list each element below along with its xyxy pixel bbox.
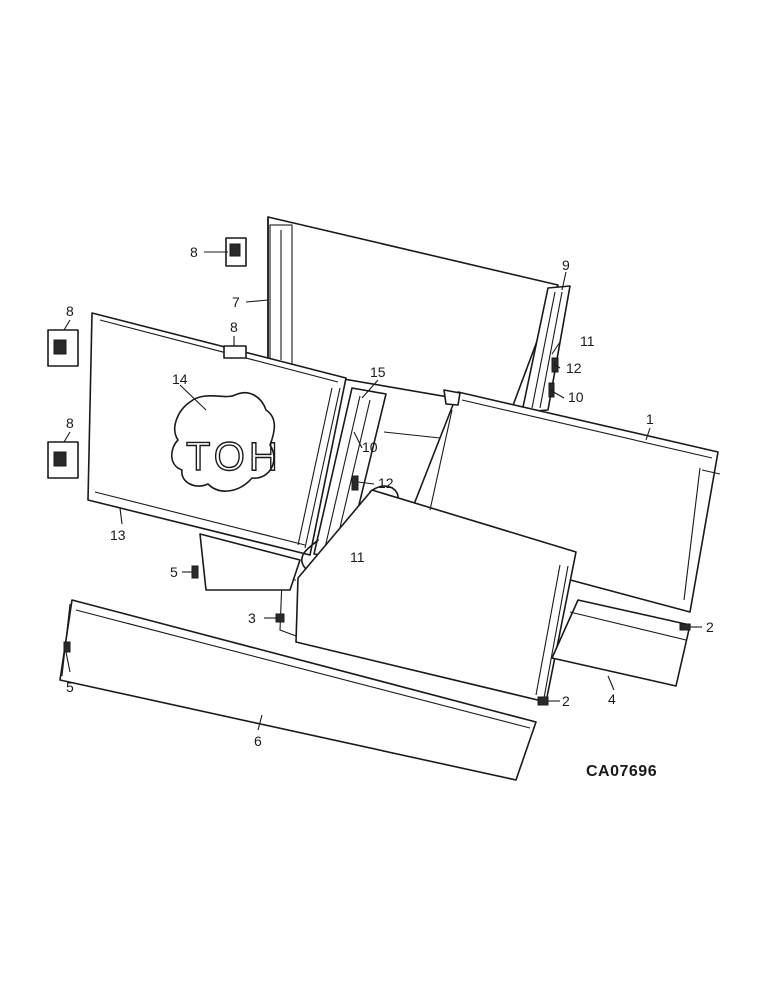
callout-11-left: 11 — [350, 549, 365, 565]
callout-10-left: 10 — [362, 439, 378, 455]
callout-14: 14 — [172, 371, 188, 387]
callout-10-right: 10 — [568, 389, 584, 405]
part-6-kick-plate — [59, 599, 537, 781]
part-5-clip-left — [191, 565, 199, 579]
callout-5-bottom: 5 — [66, 679, 74, 695]
callout-8-left-bottom: 8 — [66, 415, 74, 431]
callout-12-left: 12 — [378, 475, 394, 491]
part-4-bottom-rail — [551, 599, 691, 687]
part-5-clip-bottom — [63, 641, 71, 653]
callout-8-left-top: 8 — [66, 303, 74, 319]
part-8-bracket-left-bottom — [47, 441, 79, 479]
callout-9: 9 — [562, 257, 570, 273]
callout-1: 1 — [646, 411, 654, 427]
part-8-bracket-top — [225, 237, 247, 267]
part-1-right-side-panel — [401, 389, 721, 613]
callout-7: 7 — [232, 294, 240, 310]
part-8-bracket-mid — [223, 345, 247, 359]
callout-8-top: 8 — [190, 244, 198, 260]
callout-6: 6 — [254, 733, 262, 749]
callout-5-left: 5 — [170, 564, 178, 580]
part-14-decal: TOH — [170, 391, 282, 492]
front-door-panel — [275, 489, 577, 703]
callout-2-right: 2 — [706, 619, 714, 635]
callout-15: 15 — [370, 364, 386, 380]
callout-8-mid: 8 — [230, 319, 238, 335]
callout-2-bottom: 2 — [562, 693, 570, 709]
part-2-pin-bottom — [537, 696, 549, 706]
part-13-left-panel — [87, 312, 347, 556]
callout-4: 4 — [608, 691, 616, 707]
part-2-pin-right — [679, 623, 691, 631]
callout-11-right: 11 — [580, 333, 595, 349]
callout-3: 3 — [248, 610, 256, 626]
left-lower-bracket — [199, 533, 301, 591]
leader-lines — [63, 251, 702, 731]
decal-text: TOH — [186, 435, 282, 479]
callout-12-right: 12 — [566, 360, 582, 376]
callout-labels: 1 2 2 3 4 5 5 6 7 8 8 8 8 9 10 10 11 11 … — [66, 244, 714, 749]
drawing-reference-number: CA07696 — [586, 763, 657, 780]
part-8-bracket-left-top — [47, 329, 79, 367]
callout-13: 13 — [110, 527, 126, 543]
